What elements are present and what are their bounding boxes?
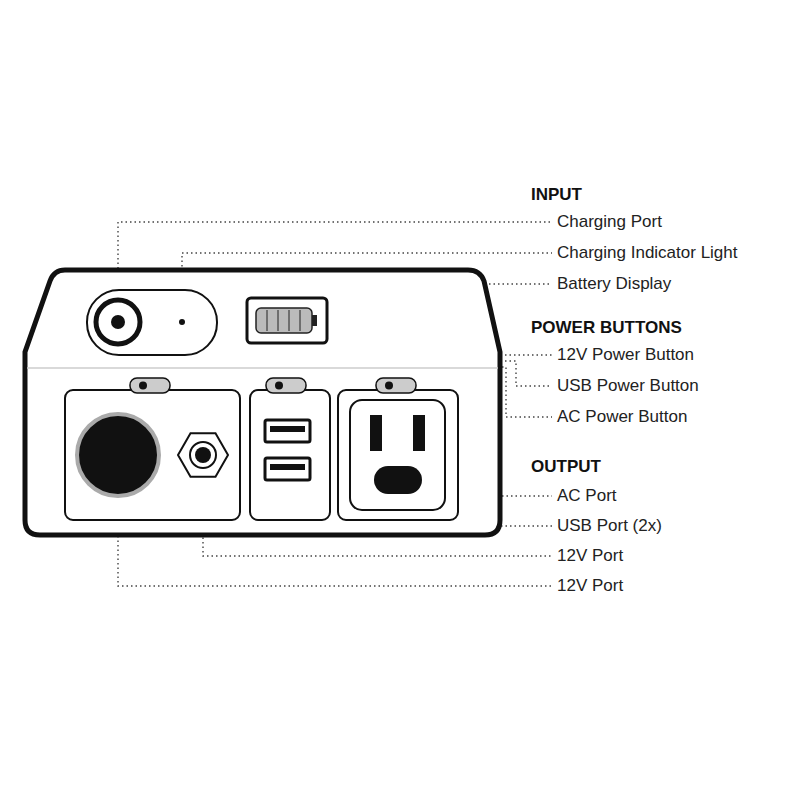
panel-seam: [27, 367, 498, 369]
callout-label: AC Port: [555, 486, 619, 506]
charging-port: [96, 300, 140, 344]
twelve-volt-panel: [65, 390, 240, 520]
ac-outlet: [350, 400, 445, 510]
callout-label: USB Power Button: [555, 376, 701, 396]
callout-label: Battery Display: [555, 274, 673, 294]
section-heading: OUTPUT: [529, 457, 603, 477]
power-buttons: [130, 378, 416, 393]
usb-tongue: [270, 464, 305, 470]
dc-port-pin: [195, 447, 211, 463]
callout-label: 12V Port: [555, 546, 625, 566]
usb-tongue: [270, 426, 305, 432]
outlet-slot: [413, 415, 425, 451]
callout-label: Charging Port: [555, 212, 664, 232]
usb-port: [265, 458, 310, 480]
ac-panel: [338, 390, 458, 520]
battery-icon: [256, 308, 312, 333]
dc-port: [190, 442, 216, 468]
outlet-slot: [370, 415, 382, 451]
section-heading: POWER BUTTONS: [529, 318, 684, 338]
battery-display: [247, 298, 327, 343]
callout-label: 12V Port: [555, 576, 625, 596]
callout-label: 12V Power Button: [555, 345, 696, 365]
section-heading: INPUT: [529, 185, 584, 205]
charging-port-pin: [111, 315, 125, 329]
battery-segments: [267, 310, 300, 331]
input-panel: [87, 290, 217, 355]
callout-label: USB Port (2x): [555, 516, 664, 536]
battery-tip: [312, 315, 317, 326]
indicator-light: [179, 319, 185, 325]
callout-label: AC Power Button: [555, 407, 689, 427]
dc-port-hex: [178, 433, 228, 476]
outlet-ground: [374, 466, 422, 494]
car-socket: [77, 414, 159, 496]
callout-label: Charging Indicator Light: [555, 243, 740, 263]
housing-outline: [25, 270, 500, 535]
usb-panel: [250, 390, 330, 520]
usb-port: [265, 420, 310, 442]
